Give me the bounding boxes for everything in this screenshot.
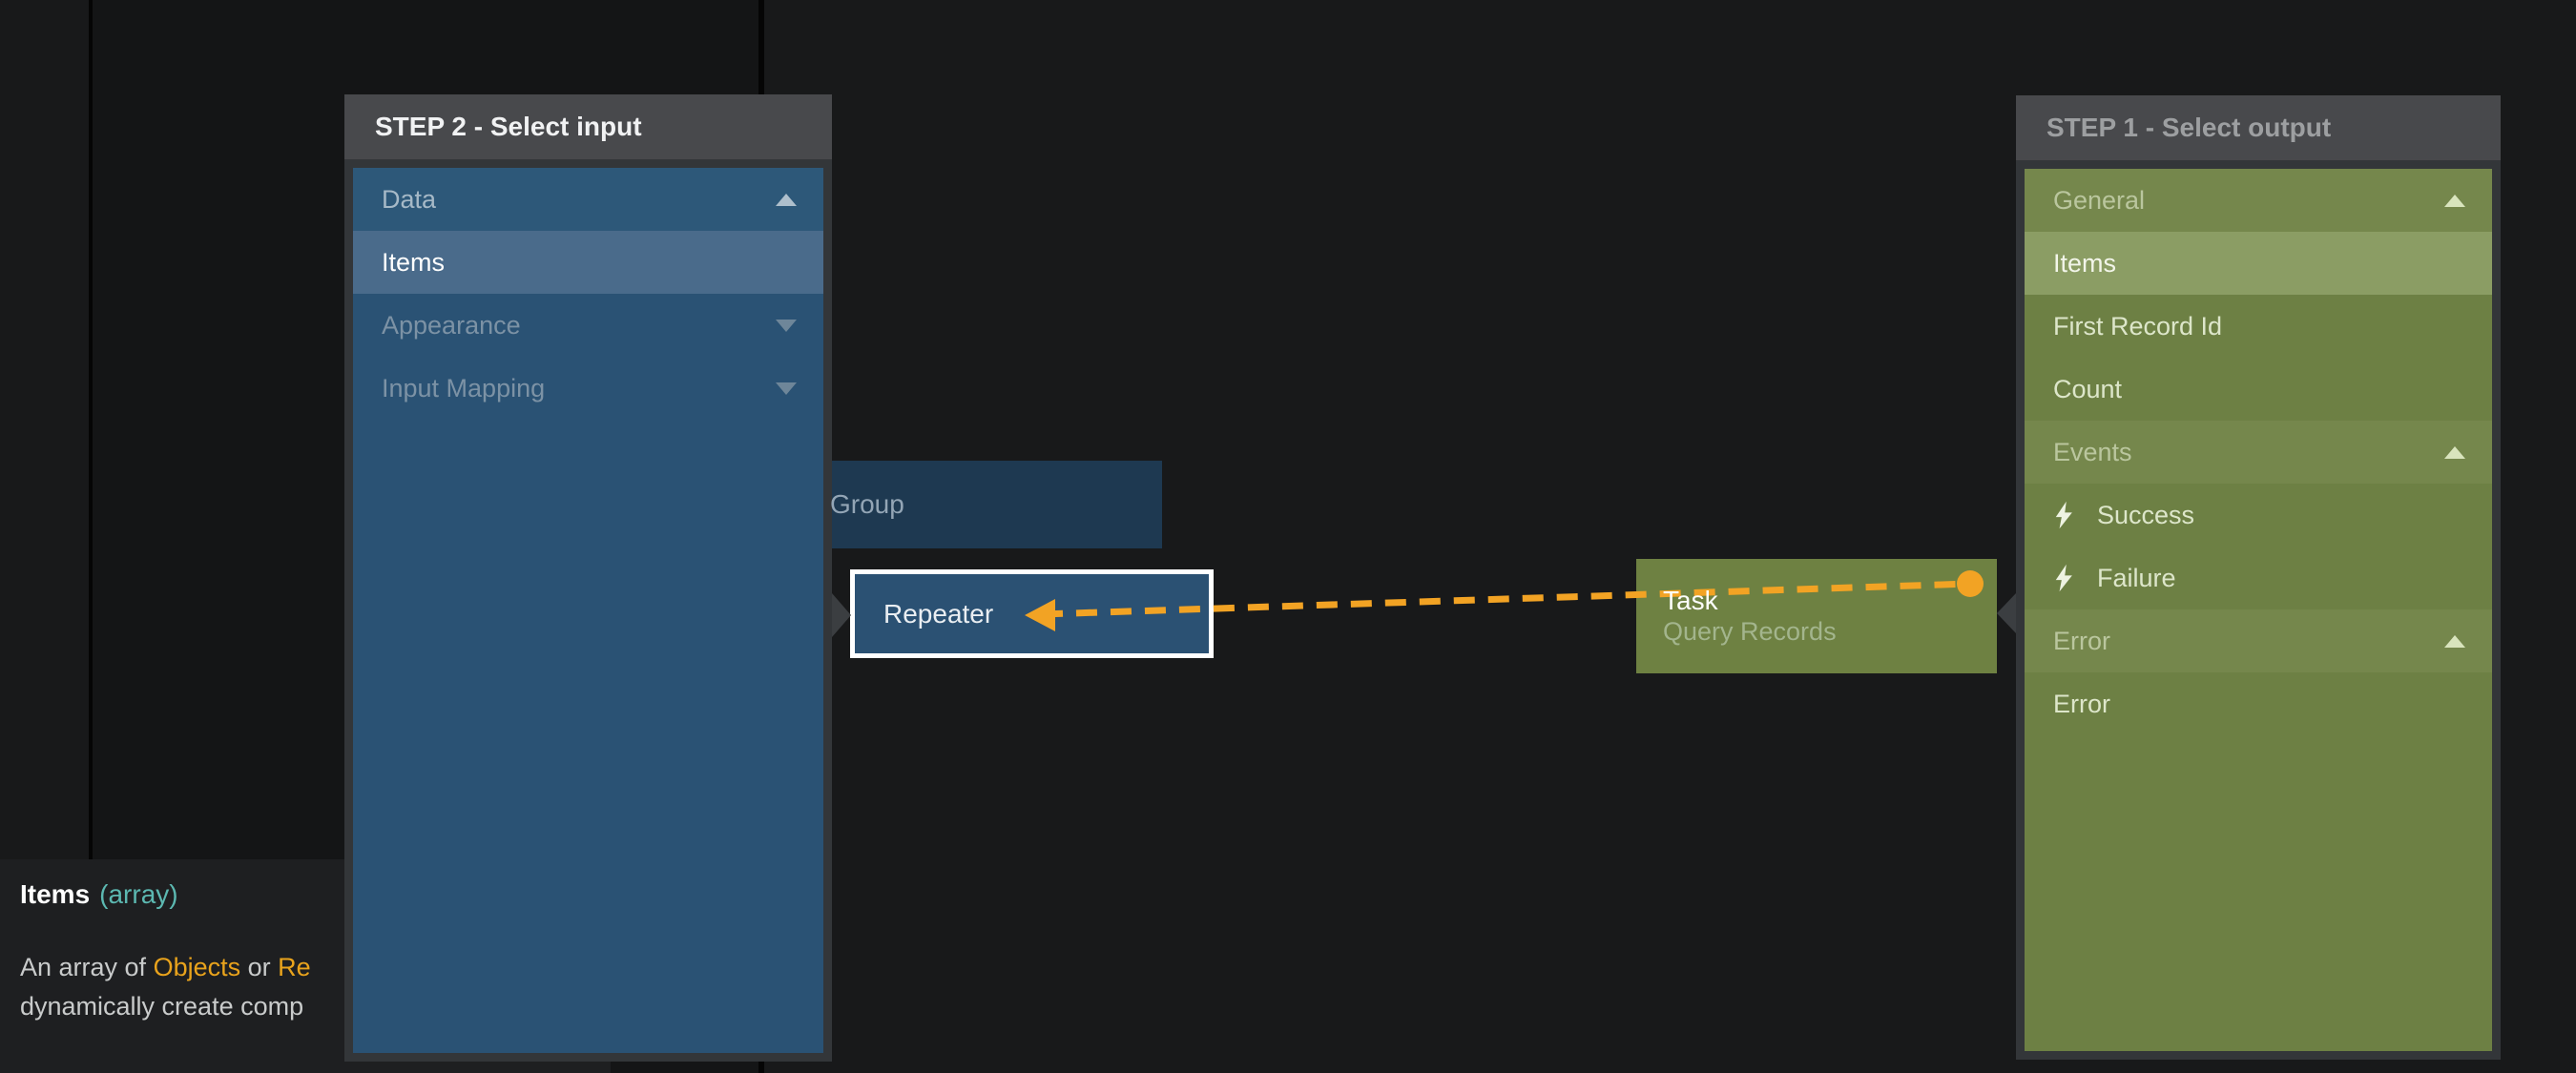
chevron-up-icon xyxy=(2444,194,2465,207)
node-task-query-records[interactable]: Task Query Records xyxy=(1636,559,1997,673)
doc-link-records[interactable]: Re xyxy=(278,953,311,981)
option-label: Failure xyxy=(2097,563,2176,592)
section-label: Data xyxy=(382,184,437,214)
node-task-subtitle: Query Records xyxy=(1663,617,1837,646)
chevron-down-icon xyxy=(776,319,797,332)
tooltip-heading: Items (array) xyxy=(20,879,611,910)
option-label: First Record Id xyxy=(2053,311,2223,340)
step1-panel-header: STEP 1 - Select output xyxy=(2016,95,2501,160)
option-row-items-selected[interactable]: Items xyxy=(2025,232,2492,295)
lightning-bolt-icon xyxy=(2055,564,2072,592)
canvas-guide-line-left xyxy=(89,0,93,1073)
option-row-failure[interactable]: Failure xyxy=(2025,547,2492,609)
section-label: Events xyxy=(2053,437,2132,466)
node-group[interactable]: Group xyxy=(803,461,1162,548)
step1-panel-list: General Items First Record Id Count Even… xyxy=(2025,169,2492,1051)
lightning-bolt-icon xyxy=(2055,501,2072,529)
chevron-up-icon xyxy=(2444,445,2465,459)
option-label: Items xyxy=(2053,248,2117,278)
option-row-success[interactable]: Success xyxy=(2025,484,2492,547)
step2-panel-pointer xyxy=(832,593,851,637)
option-row-items-selected[interactable]: Items xyxy=(353,231,823,294)
step1-panel-title: STEP 1 - Select output xyxy=(2046,113,2332,142)
node-repeater-label: Repeater xyxy=(883,598,994,629)
option-row-error[interactable]: Error xyxy=(2025,672,2492,735)
step2-select-input-panel: STEP 2 - Select input Data Items Appeara… xyxy=(344,94,832,1062)
tooltip-property-type: (array) xyxy=(99,879,178,909)
chevron-up-icon xyxy=(2444,634,2465,648)
step1-select-output-panel: STEP 1 - Select output General Items Fir… xyxy=(2016,95,2501,1060)
chevron-down-icon xyxy=(776,382,797,395)
step2-panel-title: STEP 2 - Select input xyxy=(375,112,642,141)
section-label: Error xyxy=(2053,626,2110,655)
option-row-first-record-id[interactable]: First Record Id xyxy=(2025,295,2492,358)
node-task-title: Task xyxy=(1663,586,1718,615)
section-row-data[interactable]: Data xyxy=(353,168,823,231)
tooltip-property-name: Items xyxy=(20,879,91,909)
section-row-events[interactable]: Events xyxy=(2025,421,2492,484)
section-row-error[interactable]: Error xyxy=(2025,609,2492,672)
tooltip-description: An array of Objects or Re dynamically cr… xyxy=(20,948,611,1026)
option-row-count[interactable]: Count xyxy=(2025,358,2492,421)
step2-panel-list: Data Items Appearance Input Mapping xyxy=(353,168,823,1053)
section-row-input-mapping[interactable]: Input Mapping xyxy=(353,357,823,420)
doc-link-objects[interactable]: Objects xyxy=(153,953,241,981)
option-label: Success xyxy=(2097,500,2195,529)
option-label: Error xyxy=(2053,689,2110,718)
section-row-appearance[interactable]: Appearance xyxy=(353,294,823,357)
step2-panel-header: STEP 2 - Select input xyxy=(344,94,832,159)
chevron-up-icon xyxy=(776,193,797,206)
section-label: Input Mapping xyxy=(382,373,546,402)
tooltip-description-line1: An array of Objects or Re xyxy=(20,953,311,981)
section-row-general[interactable]: General xyxy=(2025,169,2492,232)
option-label: Items xyxy=(382,247,446,277)
node-group-label: Group xyxy=(830,489,904,519)
step1-panel-pointer xyxy=(1997,593,2016,633)
section-label: Appearance xyxy=(382,310,521,340)
section-label: General xyxy=(2053,185,2146,215)
tooltip-description-line2: dynamically create comp xyxy=(20,992,304,1021)
option-label: Count xyxy=(2053,374,2123,403)
node-repeater[interactable]: Repeater xyxy=(850,569,1214,658)
